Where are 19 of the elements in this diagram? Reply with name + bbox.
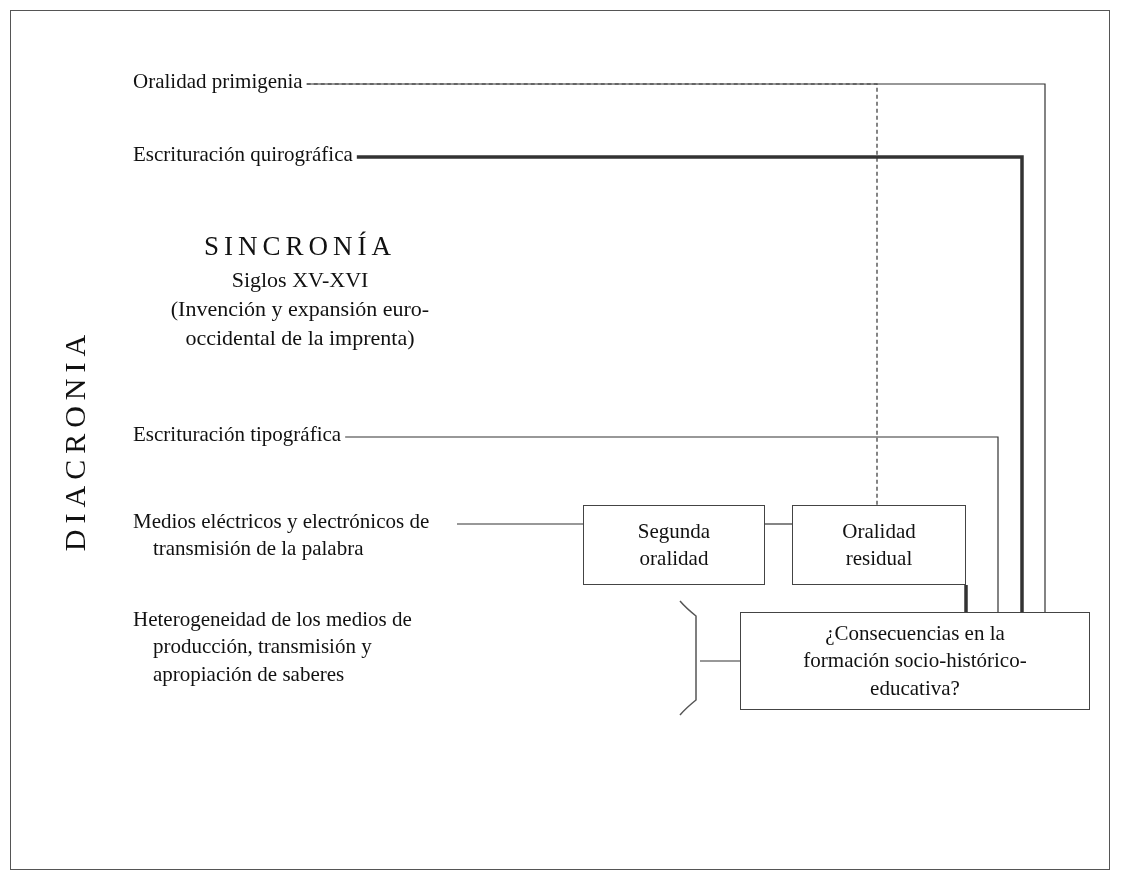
- stage-label: Oralidad primigenia: [133, 68, 307, 96]
- stage-label: Medios eléctricos y electrónicos de transmisión de la palabra: [133, 508, 457, 563]
- connector-line: [456, 523, 584, 525]
- stage-label: Heterogeneidad de los medios de producción, transmisión y apropiación de saberes: [133, 606, 413, 688]
- section-heading: SINCRONÍA: [203, 230, 397, 263]
- connector-line: [306, 83, 878, 506]
- note-text: (Invención y expansión euro-occidental de la imprenta): [169, 295, 431, 352]
- axis-heading: DIACRONIA: [60, 328, 90, 552]
- connector-line: [964, 585, 968, 612]
- process-box: Oralidad residual: [792, 505, 966, 585]
- stage-label: Escrituración quirográfica: [133, 141, 357, 169]
- connector-line: [356, 155, 1024, 612]
- period-label: Siglos XV-XVI: [230, 266, 370, 294]
- connector-line: [764, 523, 793, 525]
- connector-line: [344, 436, 999, 613]
- connector-line: [699, 660, 741, 662]
- stage-label: Escrituración tipográfica: [133, 421, 346, 449]
- process-box: Segunda oralidad: [583, 505, 765, 585]
- process-box: ¿Consecuencias en la formación socio-histórico-educativa?: [740, 612, 1090, 710]
